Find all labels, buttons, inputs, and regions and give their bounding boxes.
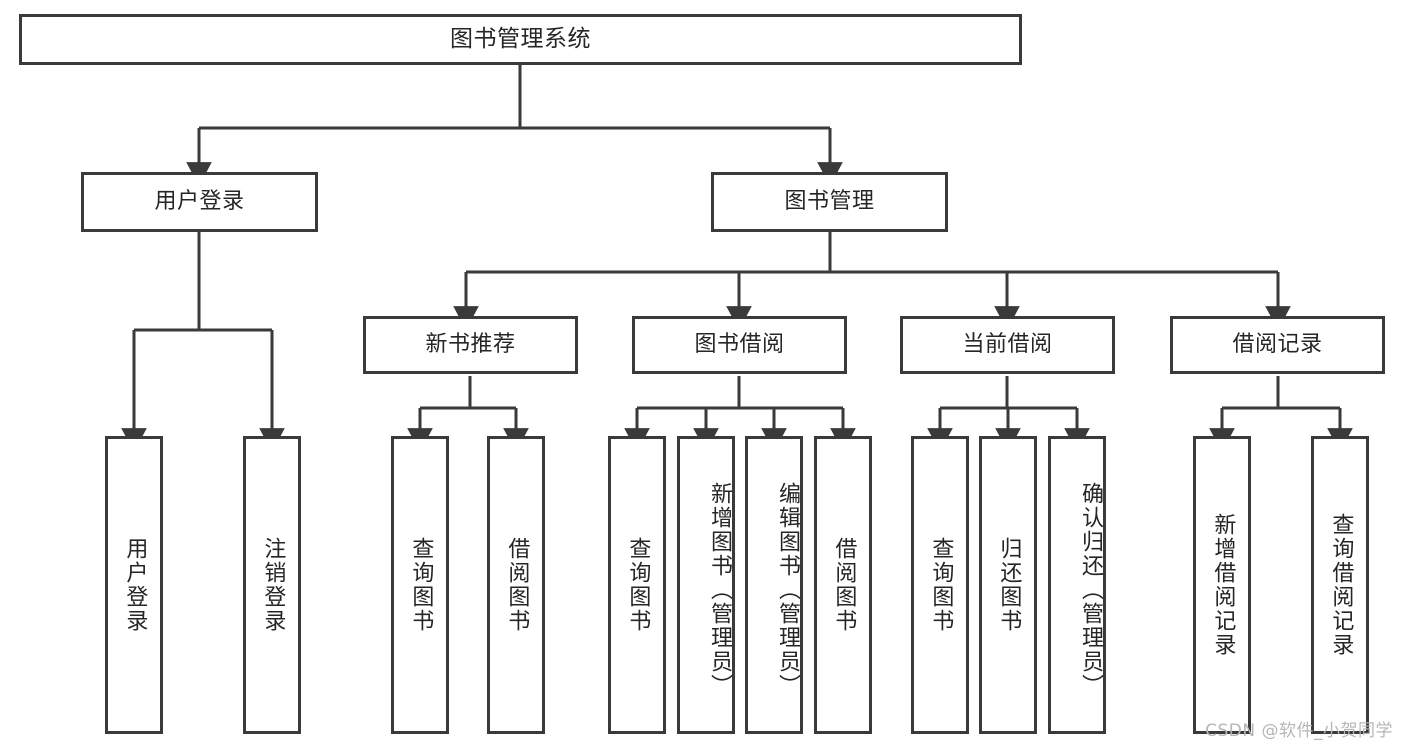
node-label: 借阅图书 xyxy=(831,537,857,633)
node-book-manage[interactable]: 图书管理 xyxy=(711,172,948,232)
node-current-borrow[interactable]: 当前借阅 xyxy=(900,316,1115,374)
node-label: 编辑图书（管理员） xyxy=(775,482,800,698)
node-label: 查询图书 xyxy=(408,537,434,633)
node-label: 图书管理 xyxy=(784,188,875,214)
leaf-confirm-return[interactable]: 确认归还（管理员） xyxy=(1048,436,1106,734)
node-label: 当前借阅 xyxy=(962,331,1053,357)
node-label: 用户登录 xyxy=(154,188,245,214)
leaf-query-book-recommend[interactable]: 查询图书 xyxy=(391,436,449,734)
node-new-book-recommend[interactable]: 新书推荐 xyxy=(363,316,578,374)
node-label: 图书借阅 xyxy=(694,331,785,357)
leaf-add-book[interactable]: 新增图书（管理员） xyxy=(677,436,735,734)
leaf-logout[interactable]: 注销登录 xyxy=(243,436,301,734)
csdn-watermark: CSDN @软件_小贺同学 xyxy=(1205,721,1393,741)
node-label: 图书管理系统 xyxy=(450,25,591,52)
node-root-system[interactable]: 图书管理系统 xyxy=(19,14,1022,65)
node-label: 用户登录 xyxy=(122,537,148,633)
leaf-edit-book[interactable]: 编辑图书（管理员） xyxy=(745,436,803,734)
node-user-login[interactable]: 用户登录 xyxy=(81,172,318,232)
leaf-query-book-borrow[interactable]: 查询图书 xyxy=(608,436,666,734)
node-label: 借阅记录 xyxy=(1232,331,1323,357)
leaf-borrow-book[interactable]: 借阅图书 xyxy=(814,436,872,734)
leaf-query-borrow-record[interactable]: 查询借阅记录 xyxy=(1311,436,1369,734)
node-label: 查询借阅记录 xyxy=(1328,513,1354,657)
node-label: 新书推荐 xyxy=(425,331,516,357)
leaf-borrow-book-recommend[interactable]: 借阅图书 xyxy=(487,436,545,734)
node-label: 归还图书 xyxy=(996,537,1022,633)
node-label: 确认归还（管理员） xyxy=(1078,482,1103,698)
node-label: 查询图书 xyxy=(928,537,954,633)
leaf-query-book-current[interactable]: 查询图书 xyxy=(911,436,969,734)
node-label: 查询图书 xyxy=(625,537,651,633)
leaf-user-login[interactable]: 用户登录 xyxy=(105,436,163,734)
leaf-add-borrow-record[interactable]: 新增借阅记录 xyxy=(1193,436,1251,734)
node-label: 新增借阅记录 xyxy=(1210,513,1236,657)
node-label: 借阅图书 xyxy=(504,537,530,633)
node-label: 注销登录 xyxy=(260,537,286,633)
node-book-borrow[interactable]: 图书借阅 xyxy=(632,316,847,374)
node-borrow-record[interactable]: 借阅记录 xyxy=(1170,316,1385,374)
leaf-return-book[interactable]: 归还图书 xyxy=(979,436,1037,734)
node-label: 新增图书（管理员） xyxy=(707,482,732,698)
